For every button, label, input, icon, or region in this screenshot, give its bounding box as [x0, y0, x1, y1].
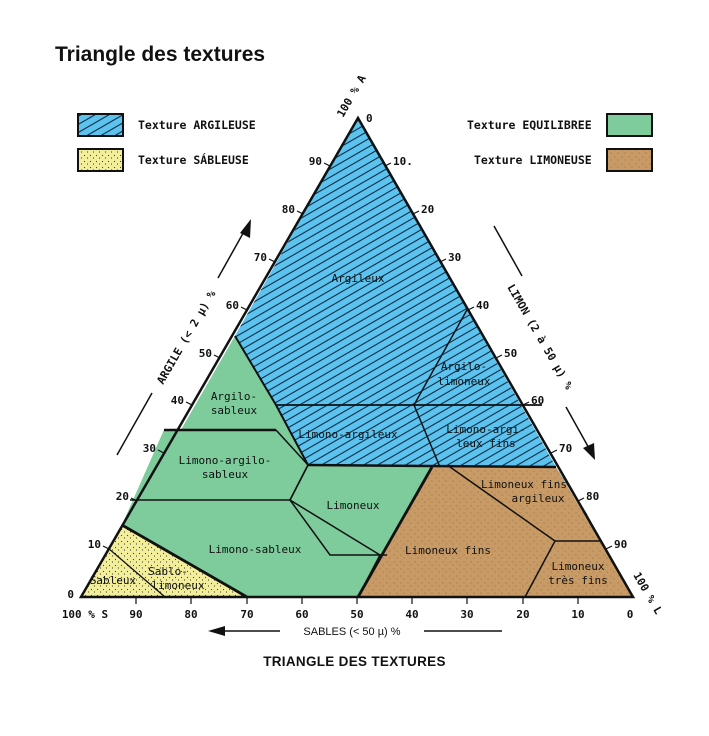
region-label-sablo-limoneux: limoneux: [152, 579, 205, 592]
clay-tick: 50: [199, 347, 212, 360]
corner-label-sand: 100 % S: [62, 608, 108, 621]
silt-tick: 20: [421, 203, 434, 216]
silt-tick: 60: [531, 394, 544, 407]
clay-tick: 30: [143, 442, 156, 455]
swatch-hatch-blue: [77, 113, 124, 137]
legend-label: Texture LIMONEUSE: [474, 153, 592, 167]
page-title: Triangle des textures: [55, 43, 266, 66]
region-label-sableux: Sableux: [90, 574, 137, 587]
corner-label-clay: 100 % A: [334, 73, 369, 120]
region-label-argilo-limoneux: limoneux: [438, 375, 491, 388]
region-label-limono-sableux: Limono-sableux: [209, 543, 302, 556]
region-label-sablo-limoneux: Sablo-: [148, 565, 188, 578]
clay-tick: 80: [282, 203, 295, 216]
sand-tick: 30: [460, 608, 473, 621]
region-label-limoneux-tres-fins: Limoneux: [552, 560, 605, 573]
region-label-argilo-sableux: sableux: [211, 404, 258, 417]
silt-tick: 50: [504, 347, 517, 360]
swatch-dots-yellow: [77, 148, 124, 172]
sand-tick: 10: [571, 608, 584, 621]
region-label-argileux: Argileux: [332, 272, 385, 285]
region-label-limono-argileux-fins: Limono-argi-: [446, 423, 525, 436]
silt-tick: 80: [586, 490, 599, 503]
sand-tick: 60: [295, 608, 308, 621]
region-sableuse: [81, 525, 247, 597]
sand-tick: 50: [350, 608, 363, 621]
silt-tick: 70: [559, 442, 572, 455]
legend-item-equilibree: Texture EQUILIBREE: [467, 113, 653, 137]
sand-tick: 0: [627, 608, 634, 621]
swatch-dots-brown: [605, 148, 653, 172]
silt-tick: 0: [366, 112, 373, 125]
clay-tick: 70: [254, 251, 267, 264]
sand-tick: 80: [184, 608, 197, 621]
clay-tick: 0: [67, 588, 74, 601]
region-label-limono-argilo-sableux: Limono-argilo-: [179, 454, 272, 467]
swatch-solid-green: [605, 113, 653, 137]
region-label-limoneux-fins: Limoneux fins: [405, 544, 491, 557]
clay-tick: 40: [171, 394, 184, 407]
region-label-argilo-limoneux: Argilo-: [441, 360, 487, 373]
region-label-limoneux-fins-argileux: Limoneux fins: [481, 478, 567, 491]
sand-tick: 40: [405, 608, 418, 621]
legend-label: Texture SÁBLEUSE: [138, 153, 249, 167]
silt-tick: 40: [476, 299, 489, 312]
sand-tick: 20: [516, 608, 529, 621]
clay-tick: 20: [116, 490, 129, 503]
silt-tick: 90: [614, 538, 627, 551]
region-label-limoneux-tres-fins: très fins: [548, 574, 608, 587]
corner-label-silt: 100 % L: [630, 570, 665, 617]
sand-tick: 70: [240, 608, 253, 621]
region-label-limono-argileux-fins: leux fins: [456, 437, 516, 450]
silt-tick: 10.: [393, 155, 413, 168]
legend-item-limoneuse: Texture LIMONEUSE: [474, 148, 653, 172]
silt-axis-title: LIMON (2 à 50 µ) %: [504, 282, 575, 392]
region-label-argilo-sableux: Argilo-: [211, 390, 257, 403]
region-label-limono-argilo-sableux: sableux: [202, 468, 249, 481]
region-equilibree: [122, 336, 432, 597]
clay-tick: 60: [226, 299, 239, 312]
legend-item-sableuse: Texture SÁBLEUSE: [77, 148, 249, 172]
clay-tick: 10: [88, 538, 101, 551]
region-label-limoneux: Limoneux: [327, 499, 380, 512]
region-label-limoneux-fins-argileux: argileux: [512, 492, 565, 505]
legend-item-argileuse: Texture ARGILEUSE: [77, 113, 256, 137]
sand-tick: 90: [129, 608, 142, 621]
region-argileuse: [235, 118, 601, 541]
silt-tick: 30: [448, 251, 461, 264]
diagram-caption: TRIANGLE DES TEXTURES: [263, 654, 446, 669]
region-limoneuse: [358, 467, 633, 597]
sand-axis-title: SABLES (< 50 µ) %: [303, 626, 400, 638]
region-label-limono-argileux: Limono-argileux: [298, 428, 398, 441]
clay-tick: 90: [309, 155, 322, 168]
clay-axis-title: ARGILE (< 2 µ) %: [154, 288, 218, 387]
legend-label: Texture EQUILIBREE: [467, 118, 592, 132]
legend-label: Texture ARGILEUSE: [138, 118, 256, 132]
